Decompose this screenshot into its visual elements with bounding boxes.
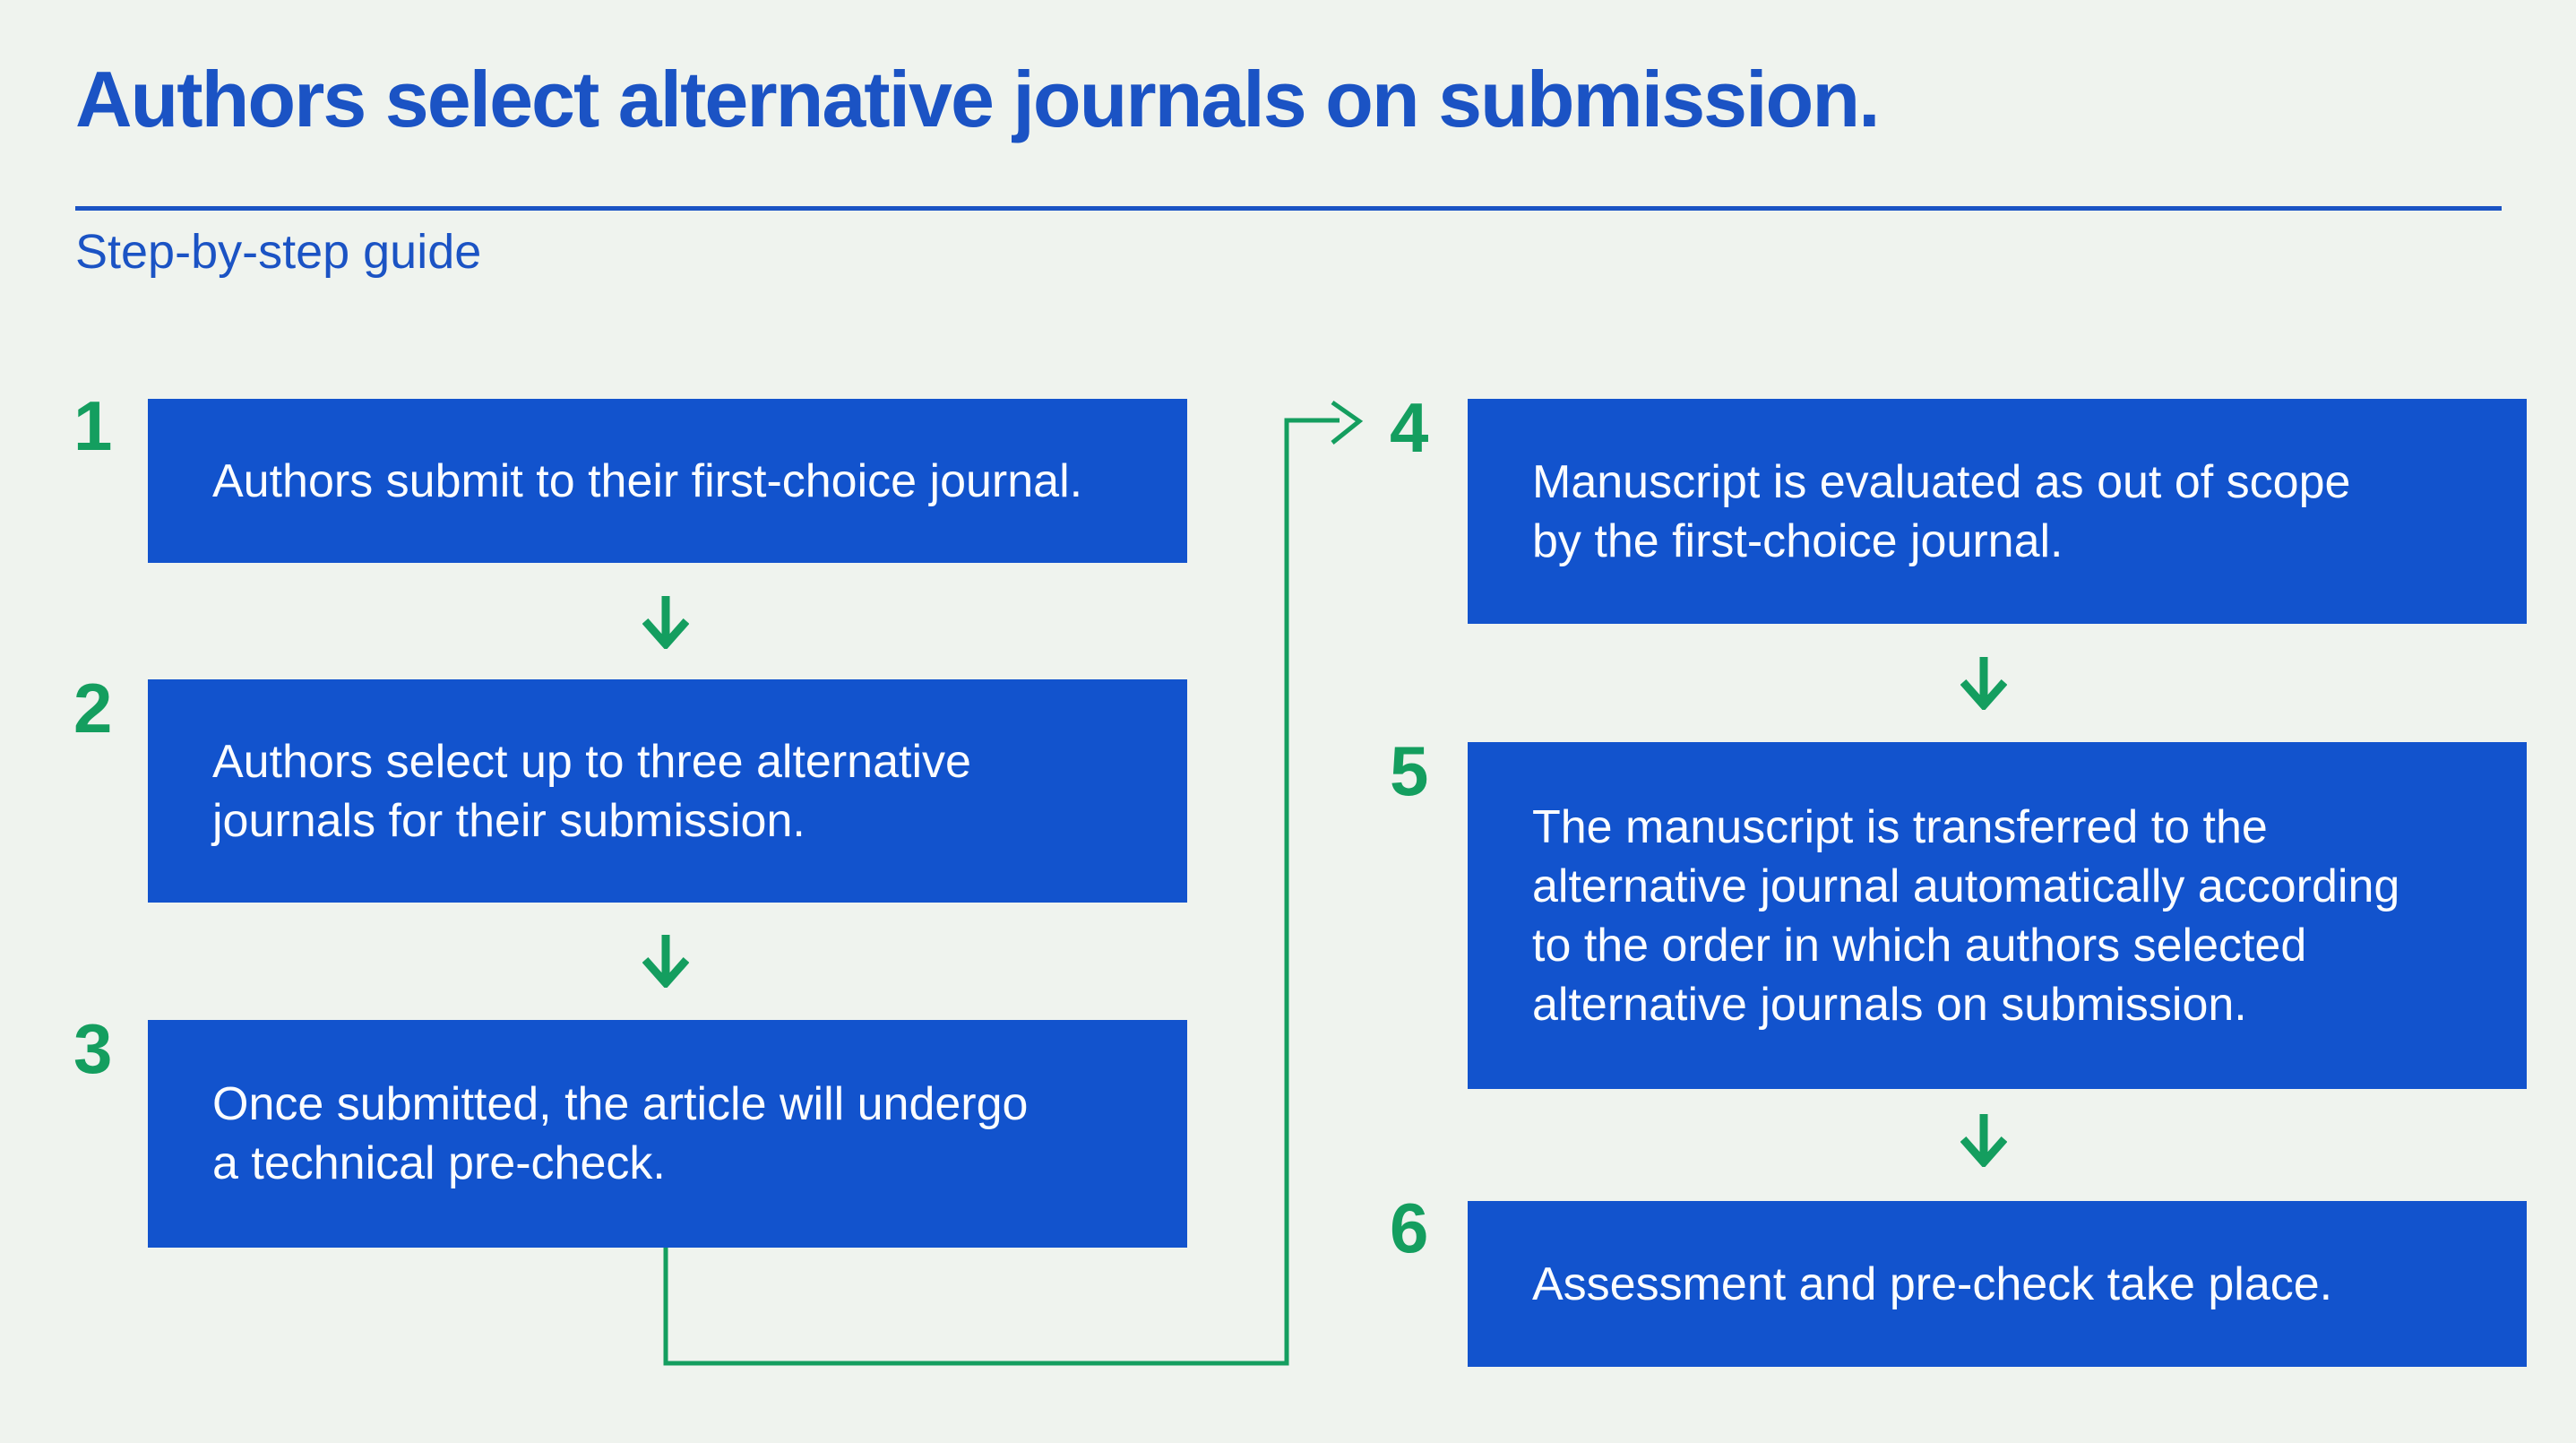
divider-line (75, 206, 2502, 211)
down-arrow-icon (642, 934, 690, 989)
step-3-number: 3 (73, 1009, 113, 1088)
step-2-box: Authors select up to three alternative j… (148, 679, 1187, 903)
step-5-number: 5 (1390, 731, 1429, 810)
page-subtitle: Step-by-step guide (75, 225, 482, 279)
step-3-box: Once submitted, the article will undergo… (148, 1020, 1187, 1248)
step-6-box: Assessment and pre-check take place. (1468, 1201, 2527, 1367)
step-6-number: 6 (1390, 1188, 1429, 1267)
step-5-box: The manuscript is transferred to the alt… (1468, 742, 2527, 1089)
step-2-text: Authors select up to three alternative j… (212, 735, 971, 847)
step-2-number: 2 (73, 669, 113, 747)
down-arrow-icon (1960, 656, 2008, 712)
step-1-number: 1 (73, 386, 113, 465)
step-1-box: Authors submit to their first-choice jou… (148, 399, 1187, 563)
step-1-text: Authors submit to their first-choice jou… (212, 454, 1083, 507)
step-3-text: Once submitted, the article will undergo… (212, 1078, 1029, 1189)
step-4-box: Manuscript is evaluated as out of scope … (1468, 399, 2527, 624)
step-4-text: Manuscript is evaluated as out of scope … (1532, 455, 2351, 567)
page-title: Authors select alternative journals on s… (75, 55, 1881, 143)
step-6-text: Assessment and pre-check take place. (1532, 1257, 2333, 1310)
step-4-number: 4 (1390, 388, 1429, 467)
down-arrow-icon (642, 595, 690, 651)
step-5-text: The manuscript is transferred to the alt… (1532, 800, 2400, 1031)
down-arrow-icon (1960, 1113, 2008, 1169)
